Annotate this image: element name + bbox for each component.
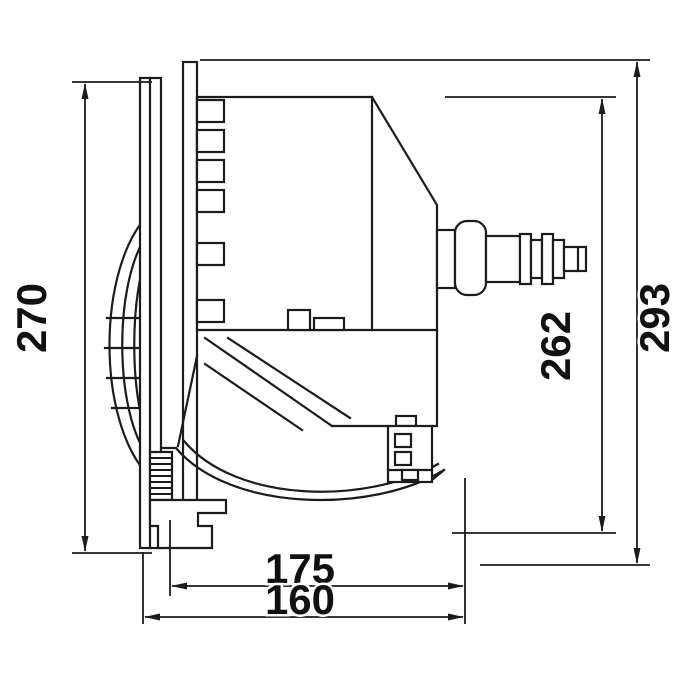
lower-housing [159, 328, 446, 502]
junction-notch [394, 414, 418, 428]
socket-block [312, 316, 346, 332]
clamp-tab [195, 158, 226, 184]
hatched-block [148, 450, 174, 502]
gland-collar [453, 219, 488, 297]
shell-bottom-arc-outer [174, 446, 446, 502]
dimension-262: 262 [445, 96, 616, 534]
clamp-tab [195, 128, 226, 154]
junction-terminal [393, 432, 413, 449]
dome-arc-outer [108, 211, 152, 479]
upper-housing [195, 95, 439, 332]
dimension-175: 175 [169, 478, 466, 624]
inner-mounting-plate [181, 60, 199, 542]
reflector-line [203, 362, 304, 432]
gland-rib [529, 238, 544, 280]
reflector-line [203, 336, 334, 428]
dim-label-160: 160 [265, 576, 335, 623]
shell-close-line [430, 468, 446, 482]
gland-neck [435, 228, 457, 290]
dim-label-262: 262 [532, 311, 579, 381]
shell-left-slant [176, 354, 199, 448]
clamp-tab [195, 188, 226, 214]
dim-label-293: 293 [631, 283, 678, 353]
dimension-293: 293 [200, 59, 681, 566]
dim-label-270: 270 [8, 283, 55, 353]
hatch-lines [150, 457, 172, 495]
socket-block [286, 308, 312, 332]
clamp-tab [195, 298, 226, 324]
shell-right-edge [430, 328, 439, 428]
dome-arc-mid [121, 229, 152, 461]
dim-label-175: 175 [265, 545, 335, 592]
gland-rib [551, 238, 566, 280]
junction-foot [400, 468, 420, 482]
housing-outline [195, 95, 439, 332]
cable-gland [435, 219, 588, 297]
junction-terminal [393, 450, 413, 467]
gland-tip [562, 245, 588, 273]
dimension-270: 270 [6, 81, 152, 554]
reflector-line [226, 336, 352, 420]
dimension-160: 160 [142, 552, 464, 626]
clamp-tab [195, 241, 226, 267]
gland-rib [518, 232, 533, 286]
inner-plate [181, 60, 199, 542]
foot-bracket [148, 498, 228, 550]
foot-outline [148, 498, 228, 550]
gland-cylinder [484, 234, 522, 284]
gland-rib [540, 232, 555, 286]
clamp-tab [195, 98, 226, 124]
